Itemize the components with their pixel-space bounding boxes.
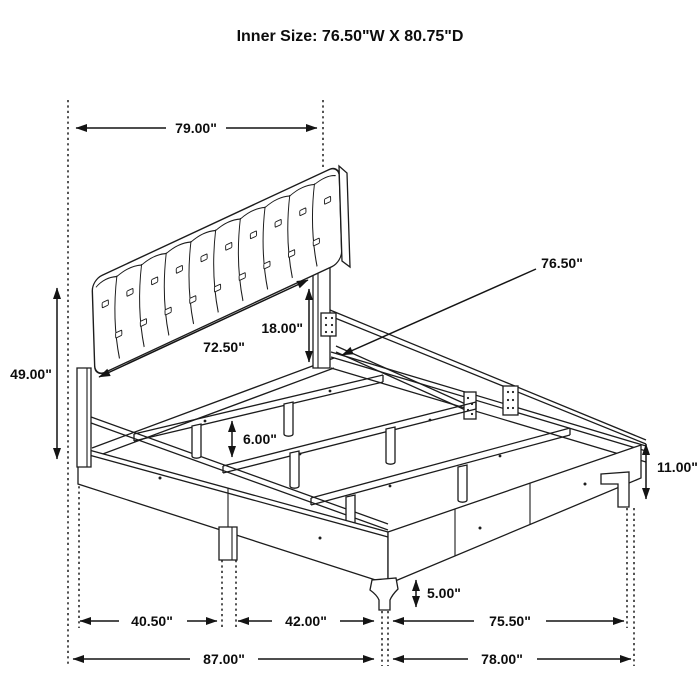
- dim-label: 79.00": [175, 120, 217, 136]
- dim-label: 11.00": [657, 459, 698, 475]
- dim-label: 75.50": [489, 613, 531, 629]
- slat-leg: [385, 426, 396, 465]
- dim-leg-to-foot: 75.50": [392, 613, 625, 629]
- dim-front-leg-height: 5.00": [412, 579, 461, 608]
- dim-label: 18.00": [261, 320, 303, 336]
- dim-label: 72.50": [203, 339, 245, 355]
- dim-headboard-panel-height: 18.00": [261, 288, 313, 363]
- right-corner-leg: [600, 471, 630, 508]
- bed-frame-drawing: [76, 164, 647, 611]
- dim-label: 49.00": [10, 366, 52, 382]
- headboard-back-rail: [91, 357, 335, 459]
- dim-overall-depth: 87.00": [72, 651, 375, 667]
- dim-center-leg-height: 6.00": [228, 420, 277, 458]
- dim-label: 78.00": [481, 651, 523, 667]
- dim-headboard-upholstery-width: 72.50": [98, 279, 309, 378]
- rail-bracket: [502, 385, 519, 416]
- slat-leg: [457, 464, 468, 503]
- dim-headboard-height: 49.00": [10, 287, 61, 460]
- dim-rail-height: 11.00": [642, 443, 698, 500]
- dim-label: 40.50": [131, 613, 173, 629]
- dim-label: 87.00": [203, 651, 245, 667]
- dim-label: 6.00": [243, 431, 277, 447]
- headboard-side-face: [338, 164, 351, 269]
- dim-inner-width: 76.50": [341, 255, 583, 356]
- slat-leg: [191, 423, 202, 459]
- headboard-left-post: [76, 367, 92, 468]
- dim-label: 5.00": [427, 585, 461, 601]
- slat-leg: [289, 450, 300, 489]
- dim-overall-width: 79.00": [75, 120, 318, 136]
- slat-leg: [283, 401, 294, 437]
- extension-lines: [67, 100, 635, 666]
- center-support-rail: [335, 345, 477, 420]
- dim-frame-depth: 78.00": [392, 651, 632, 667]
- left-side-ledge: [79, 412, 389, 531]
- dim-label: 42.00": [285, 613, 327, 629]
- front-apron: [387, 444, 642, 585]
- front-center-leg: [369, 577, 399, 611]
- dim-label: 76.50": [541, 255, 583, 271]
- right-side-rail: [329, 309, 647, 463]
- dim-center-leg-spacing: 42.00": [237, 613, 375, 629]
- block-leg: [218, 526, 238, 561]
- dim-headboard-to-center-leg: 40.50": [79, 613, 218, 629]
- page-title: Inner Size: 76.50"W X 80.75"D: [237, 28, 464, 45]
